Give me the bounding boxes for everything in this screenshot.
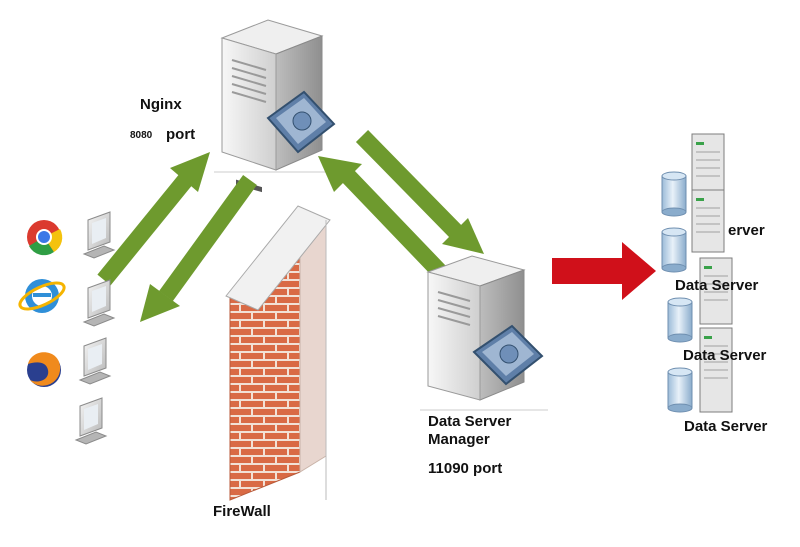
firefox-icon xyxy=(27,352,61,387)
arrow-client-to-nginx xyxy=(97,152,210,286)
data-server-icon xyxy=(667,257,733,343)
data-server-manager-icon xyxy=(420,255,548,411)
data-server-label: Data Server xyxy=(683,347,767,364)
arrow-manager-to-nginx xyxy=(318,156,447,278)
nginx-server-icon xyxy=(214,19,340,193)
arrow-manager-to-data-servers xyxy=(552,242,656,300)
nginx-port-number: 8080 xyxy=(130,130,153,141)
firewall-label: FireWall xyxy=(213,503,271,520)
data-server-label: erver xyxy=(728,222,765,239)
data-server-icon xyxy=(667,327,733,413)
firewall-icon xyxy=(225,205,331,501)
arrow-nginx-to-client xyxy=(140,175,257,322)
data-server-icon xyxy=(661,189,725,273)
data-server-icon xyxy=(661,133,725,217)
client-monitor-icon xyxy=(74,397,108,445)
client-monitor-icon xyxy=(82,279,116,327)
internet-explorer-icon xyxy=(18,279,66,313)
arrow-nginx-to-manager xyxy=(355,130,484,254)
data-server-label: Data Server xyxy=(684,418,768,435)
chrome-icon xyxy=(27,220,63,256)
data-server-manager-port: 11090 port xyxy=(428,460,503,477)
nginx-label: Nginx xyxy=(140,96,182,113)
data-server-manager-label: Data Server Manager xyxy=(428,413,512,448)
client-monitor-icon xyxy=(82,211,116,259)
nginx-port-label: port xyxy=(166,126,196,143)
data-server-label: Data Server xyxy=(675,277,759,294)
client-monitor-icon xyxy=(78,337,112,385)
